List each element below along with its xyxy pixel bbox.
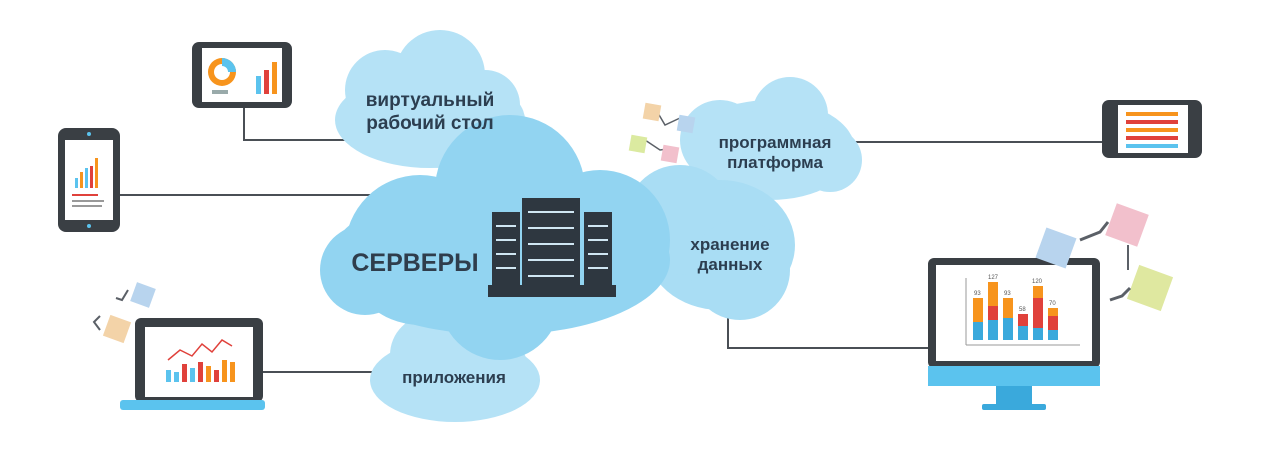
chart-value-4: 58 [1019,307,1026,313]
data-storage-line1: хранение [690,235,770,254]
module-cubes-icon [628,102,696,164]
chart-value-3: 93 [1004,291,1011,297]
phone-icon [58,128,120,232]
module-cubes-monitor-icon [1035,203,1174,312]
cloud-software-platform [680,77,862,200]
tablet-icon [192,42,292,108]
virtual-desktop-line1: виртуальный [365,90,495,111]
data-storage-label: хранение данных [670,235,790,276]
server-rack-icon [488,198,616,297]
virtual-desktop-label: виртуальный рабочий стол [350,90,510,136]
software-platform-line2: платформа [727,153,823,173]
chart-value-5: 120 [1032,279,1043,285]
chart-value-6: 70 [1049,301,1056,307]
laptop-icon [120,318,265,410]
software-platform-line1: программная [718,133,832,152]
line-to-tablet-top [243,108,360,141]
virtual-desktop-line2: рабочий стол [366,112,494,134]
data-storage-line2: данных [697,255,763,275]
servers-label: СЕРВЕРЫ [351,249,479,277]
chart-value-1: 93 [974,291,981,297]
monitor-icon: 93 127 93 58 120 70 [928,258,1100,410]
tablet-right-icon [1102,100,1202,158]
software-platform-label: программная платформа [700,133,850,174]
chart-value-2: 127 [988,275,999,281]
module-cubes-laptop-icon [92,282,156,344]
applications-label: приложения [402,368,506,387]
